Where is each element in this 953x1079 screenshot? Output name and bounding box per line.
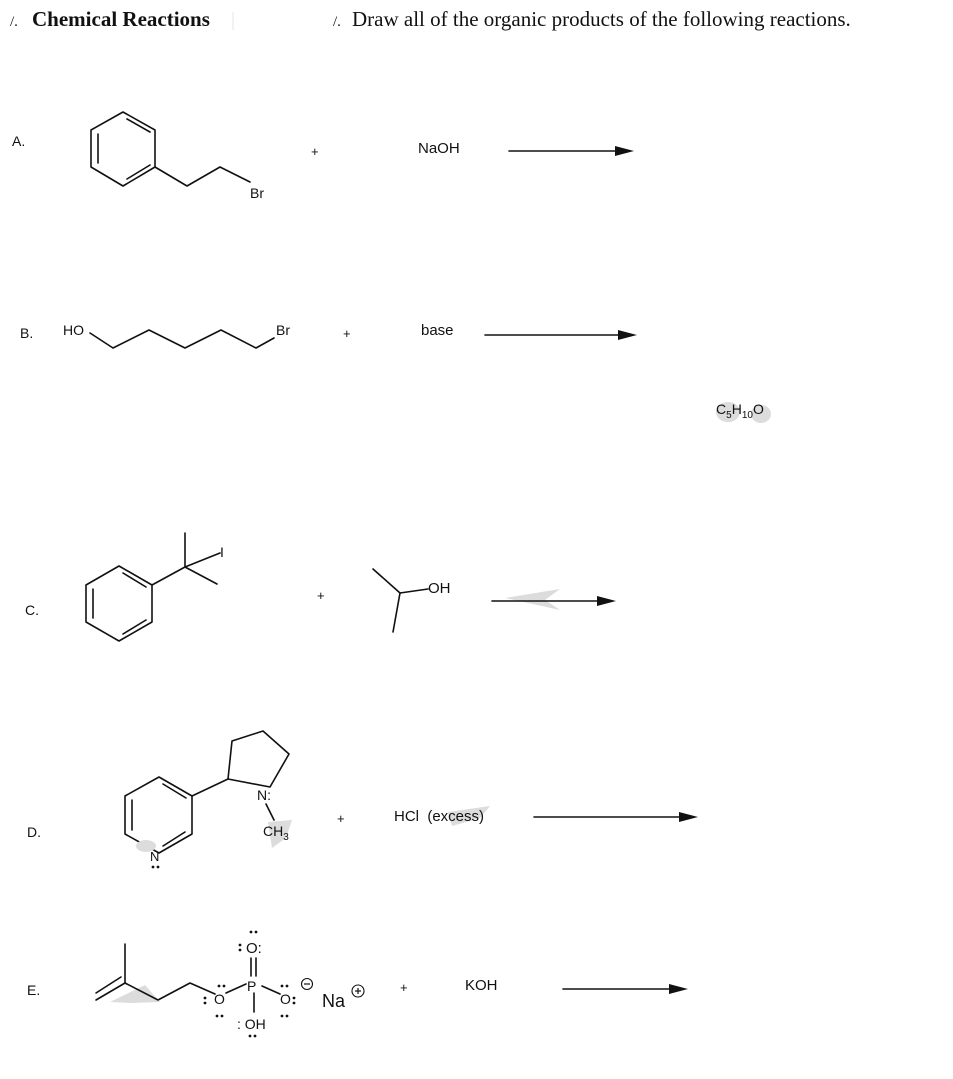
reaction-a-arrow — [508, 146, 634, 156]
reaction-c: C. I + OH — [25, 532, 616, 642]
sodium-counterion: Na — [322, 991, 346, 1011]
reaction-a-reagent: NaOH — [418, 140, 460, 157]
reaction-e: E. O P O: : OH — [27, 930, 688, 1038]
atom-ho: HO — [63, 322, 84, 338]
reaction-c-alcohol: OH — [372, 568, 451, 633]
pyridine-ring — [124, 776, 193, 854]
reaction-b-label: B. — [20, 325, 33, 341]
atom-n-pyridine: N — [150, 849, 159, 864]
reaction-d-reagent: HCl (excess) — [394, 808, 484, 825]
atom-p: P — [247, 978, 256, 994]
atom-n-amine: N: — [257, 787, 271, 803]
svg-text:C5H10O: C5H10O — [716, 401, 764, 421]
reaction-e-substrate: O P O: : OH O — [95, 930, 365, 1038]
pentyl-chain — [89, 329, 275, 349]
reaction-b: B. HO Br + base C5H10O — [20, 322, 771, 423]
atom-o-anion: O — [280, 991, 291, 1007]
reaction-d-arrow — [533, 812, 698, 822]
reaction-c-arrow — [491, 596, 616, 606]
reaction-e-reagent: KOH — [465, 977, 498, 994]
reaction-b-substrate: HO Br — [63, 322, 290, 349]
atom-br: Br — [250, 185, 264, 201]
reaction-c-plus: + — [317, 588, 325, 603]
atom-i: I — [220, 544, 224, 560]
negative-charge-icon — [300, 977, 314, 991]
atom-o-double: O: — [246, 940, 262, 957]
atom-oh: : OH — [237, 1016, 266, 1032]
reaction-b-reagent: base — [421, 322, 454, 339]
reaction-e-arrow — [562, 984, 688, 994]
atom-br: Br — [276, 322, 290, 338]
header: /. Chemical Reactions /. Draw all of the… — [10, 7, 851, 31]
reaction-d-label: D. — [27, 824, 41, 840]
pyrrolidine-ring — [227, 730, 290, 788]
atom-oh: OH — [428, 580, 451, 597]
benzene-ring — [85, 565, 153, 642]
header-right-prefix: /. — [333, 14, 341, 30]
reaction-d-plus: + — [337, 811, 345, 826]
reaction-b-plus: + — [343, 326, 351, 341]
product-formula: C5H10O — [716, 401, 771, 423]
instruction-text: Draw all of the organic products of the … — [352, 7, 851, 31]
reaction-b-arrow — [484, 330, 637, 340]
positive-charge-icon — [351, 984, 365, 998]
reaction-d: D. N N: CH3 + HCl (excess) — [27, 730, 698, 869]
reaction-a: A. Br + NaOH — [12, 111, 634, 201]
reaction-a-substrate: Br — [90, 111, 264, 201]
ethyl-chain — [154, 166, 251, 187]
page-title: Chemical Reactions — [32, 7, 210, 31]
reaction-c-substrate: I — [85, 532, 224, 642]
header-left-prefix: /. — [10, 14, 18, 30]
reaction-d-substrate: N N: CH3 — [124, 730, 292, 869]
reaction-e-label: E. — [27, 982, 40, 998]
reaction-c-label: C. — [25, 602, 39, 618]
methyl-group: CH3 — [263, 823, 289, 843]
atom-o-ester: O — [214, 991, 225, 1007]
reaction-e-plus: + — [400, 980, 408, 995]
reaction-a-label: A. — [12, 133, 25, 149]
benzene-ring — [90, 111, 156, 187]
reaction-a-plus: + — [311, 144, 319, 159]
